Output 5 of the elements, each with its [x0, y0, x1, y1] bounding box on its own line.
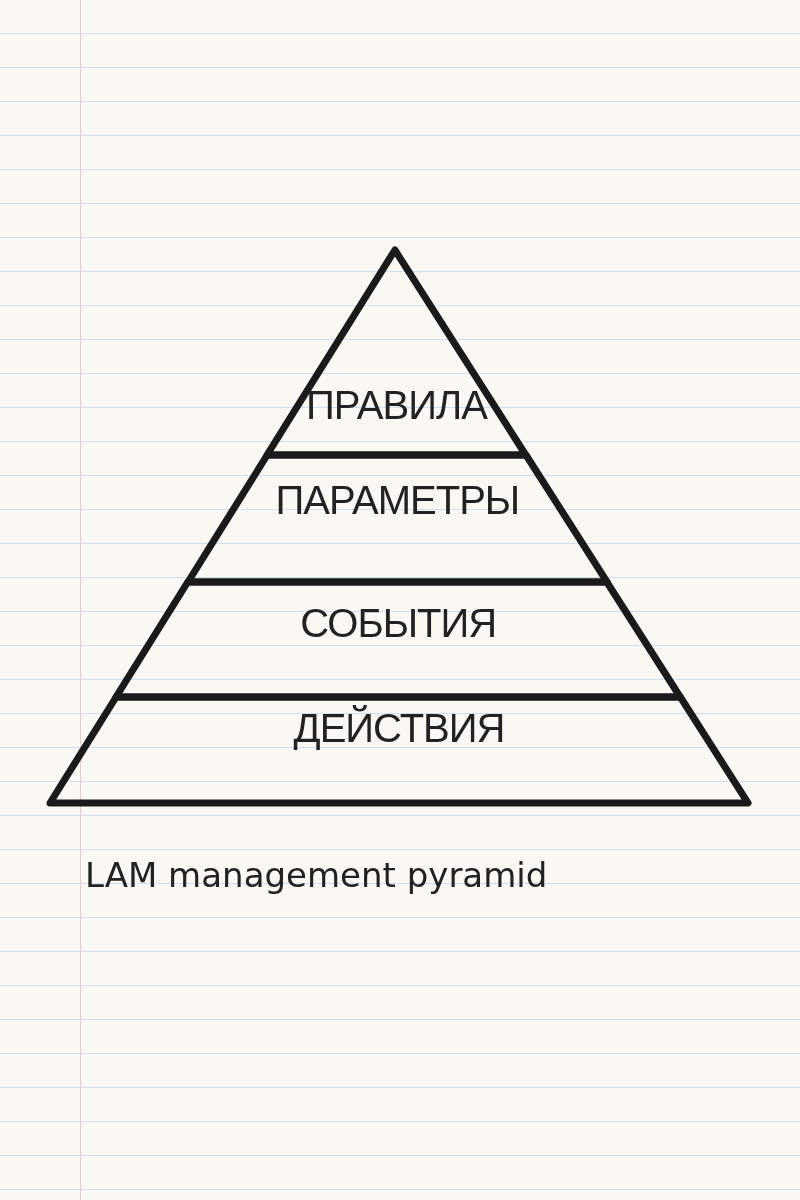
tier-label: ПАРАМЕТРЫ	[274, 477, 521, 524]
caption: LAM management pyramid	[85, 855, 548, 895]
tier-label: ПРАВИЛА	[305, 382, 489, 429]
tier-label: ДЕЙСТВИЯ	[292, 704, 506, 752]
tier-label: СОБЫТИЯ	[299, 600, 498, 647]
